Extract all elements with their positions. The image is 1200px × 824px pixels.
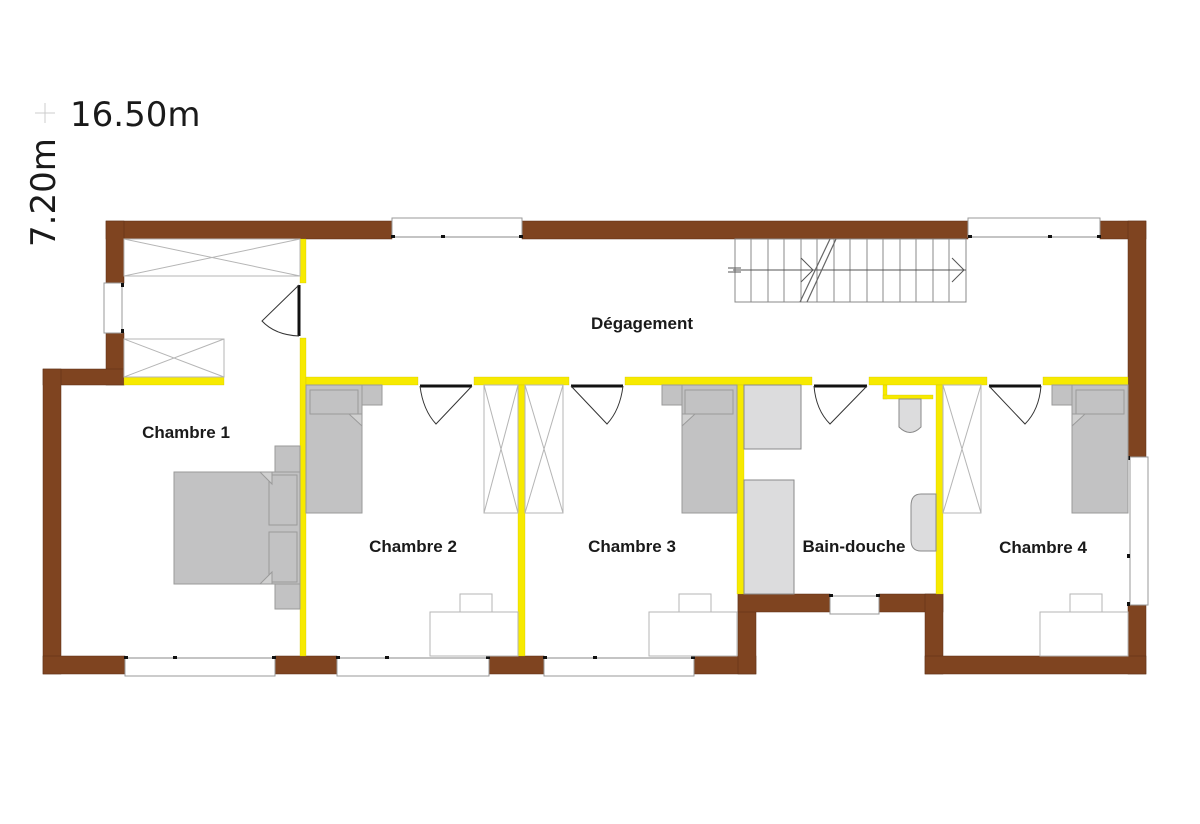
wardrobe-chambre-3	[524, 384, 564, 514]
washbasin	[910, 493, 937, 552]
wardrobe-chambre-4	[942, 384, 982, 514]
room-label-chambre-1: Chambre 1	[142, 423, 230, 442]
doors	[261, 284, 1042, 425]
desk-chambre-3	[648, 593, 738, 657]
stair-arrow-icon	[800, 257, 814, 283]
room-labels: Dégagement Chambre 1 Chambre 2 Chambre 3…	[142, 314, 1087, 557]
staircase	[728, 238, 967, 303]
window-bottom-1	[124, 656, 276, 677]
window-bottom-2	[336, 656, 490, 677]
door-chambre-2	[419, 384, 473, 425]
single-bed-chambre-2	[305, 384, 383, 514]
furniture	[173, 384, 1129, 657]
shower-tray	[743, 384, 802, 450]
window-top-2	[967, 217, 1101, 238]
room-label-chambre-4: Chambre 4	[999, 538, 1087, 557]
double-bed-chambre-1	[173, 445, 301, 610]
desk-chambre-4	[1039, 593, 1129, 657]
windows	[103, 217, 1149, 677]
stair-arrow-icon	[951, 257, 965, 283]
wardrobe-top-left	[123, 238, 301, 277]
room-label-bain-douche: Bain-douche	[803, 537, 906, 556]
single-bed-chambre-3	[661, 384, 738, 514]
bathtub	[743, 479, 795, 595]
dimension-crosshair-icon	[35, 103, 55, 123]
window-top-1	[391, 217, 523, 238]
window-bottom-3	[543, 656, 695, 677]
door-chambre-3	[570, 384, 624, 425]
room-label-chambre-3: Chambre 3	[588, 537, 676, 556]
room-label-chambre-2: Chambre 2	[369, 537, 457, 556]
door-chambre-4	[988, 384, 1042, 425]
window-left	[103, 282, 124, 334]
wardrobes	[123, 238, 982, 514]
window-bathroom	[829, 594, 880, 615]
desk-chambre-2	[429, 593, 519, 657]
single-bed-chambre-4	[1051, 384, 1129, 514]
door-chambre-1	[261, 284, 301, 337]
exterior-walls	[42, 220, 1147, 675]
window-right	[1127, 456, 1149, 606]
door-bain-douche	[813, 384, 868, 425]
wardrobe-chambre-2	[483, 384, 519, 514]
room-label-degagement: Dégagement	[591, 314, 693, 333]
wardrobe-lower-left	[123, 338, 225, 378]
width-dimension-label: 16.50m	[70, 95, 200, 135]
toilet	[898, 398, 922, 433]
height-dimension-label: 7.20m	[24, 138, 64, 247]
